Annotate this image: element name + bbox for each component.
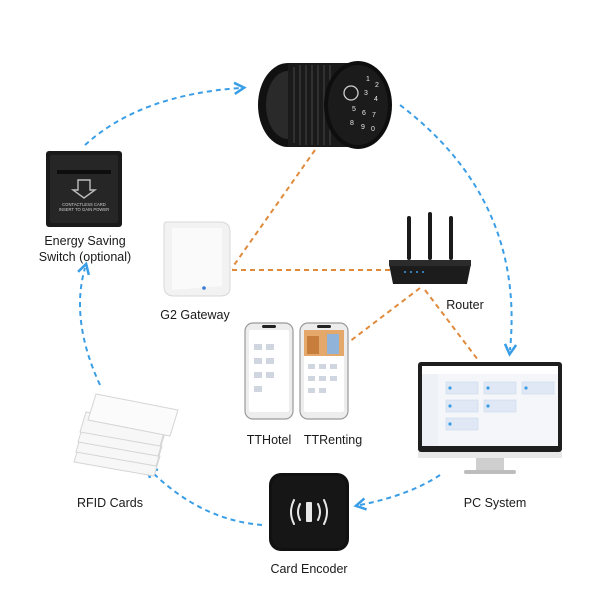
pc-system-label: PC System [463, 496, 527, 510]
router-label: Router [446, 298, 484, 312]
router-device [385, 212, 475, 292]
arrow-pc-to-encoder [353, 474, 441, 511]
link-router-to-apps [344, 287, 421, 346]
g2-gateway-device [160, 218, 234, 300]
arrow-encoder-to-cards [145, 465, 263, 526]
pc-monitor [416, 360, 566, 478]
link-lock-to-gateway [231, 149, 316, 269]
svg-text:0: 0 [371, 126, 375, 133]
tthotel-label: TTHotel [246, 433, 292, 447]
svg-text:1: 1 [366, 76, 370, 83]
arrow-switch-to-lock [84, 81, 247, 146]
gateway-label: G2 Gateway [160, 308, 230, 322]
link-router-to-pc [424, 289, 479, 361]
svg-text:9: 9 [361, 124, 365, 131]
energy-saving-switch: CONTACTLESS CARD INSERT TO GAIN POWER [45, 150, 123, 228]
svg-text:6: 6 [362, 110, 366, 117]
arrow-cards-to-switch [77, 261, 101, 386]
svg-text:4: 4 [374, 96, 378, 103]
card-encoder-device [268, 472, 350, 552]
svg-text:7: 7 [372, 112, 376, 119]
svg-text:5: 5 [352, 106, 356, 113]
energy-switch-label: Energy Saving Switch (optional) [38, 234, 132, 264]
switch-panel-text-line1: CONTACTLESS CARD [62, 202, 106, 207]
svg-text:8: 8 [350, 120, 354, 127]
rfid-cards-label: RFID Cards [77, 496, 143, 510]
svg-text:3: 3 [364, 90, 368, 97]
arrow-lock-to-pc [399, 104, 518, 357]
ttrenting-phone [299, 322, 349, 420]
ttrenting-label: TTRenting [303, 433, 363, 447]
switch-panel-text-line2: INSERT TO GAIN POWER [59, 207, 109, 212]
svg-text:2: 2 [375, 82, 379, 89]
tthotel-phone [244, 322, 294, 420]
card-encoder-label: Card Encoder [270, 562, 348, 576]
rfid-cards [72, 384, 182, 478]
